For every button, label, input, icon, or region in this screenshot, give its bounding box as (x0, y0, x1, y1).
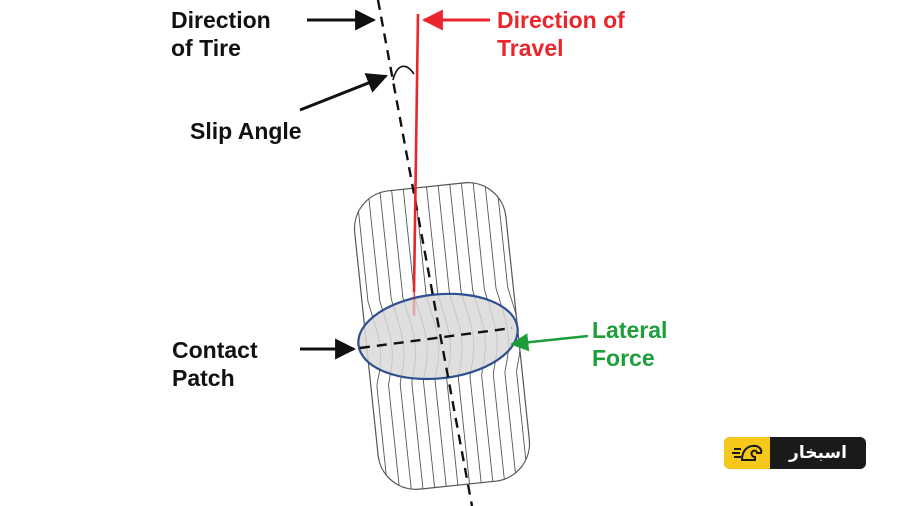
slip-angle-arc (392, 65, 415, 81)
lateral-force-line-1: Lateral (592, 317, 668, 343)
contact-patch-ellipse (357, 292, 519, 381)
direction-of-tire-label: Direction of Tire (171, 6, 271, 62)
brand-logo-text: اسبخار (789, 443, 847, 463)
tire-outline (353, 178, 531, 494)
lateral-force-line-2: Force (592, 345, 655, 371)
direction-of-travel-label: Direction of Travel (497, 6, 625, 62)
direction-of-tire-line-2: of Tire (171, 35, 241, 61)
slip-angle-label: Slip Angle (190, 118, 302, 144)
contact-patch-line-2: Patch (172, 365, 235, 391)
lateral-axis-dashed-line (359, 326, 513, 350)
contact-patch-label: Contact Patch (172, 336, 258, 392)
speed-horse-icon (724, 437, 770, 469)
lateral-force-label: Lateral Force (592, 316, 667, 372)
direction-of-travel-line-2: Travel (497, 35, 564, 61)
direction-of-travel-line (412, 13, 420, 293)
arrow-slip-angle (299, 73, 388, 112)
direction-of-tire-line-1: Direction (171, 7, 271, 33)
brand-logo: اسبخار (724, 437, 866, 469)
contact-patch-line-1: Contact (172, 337, 258, 363)
arrow-lateral-force (510, 333, 589, 352)
direction-of-tire-line (376, 0, 474, 506)
direction-of-travel-line-1: Direction of (497, 7, 625, 33)
